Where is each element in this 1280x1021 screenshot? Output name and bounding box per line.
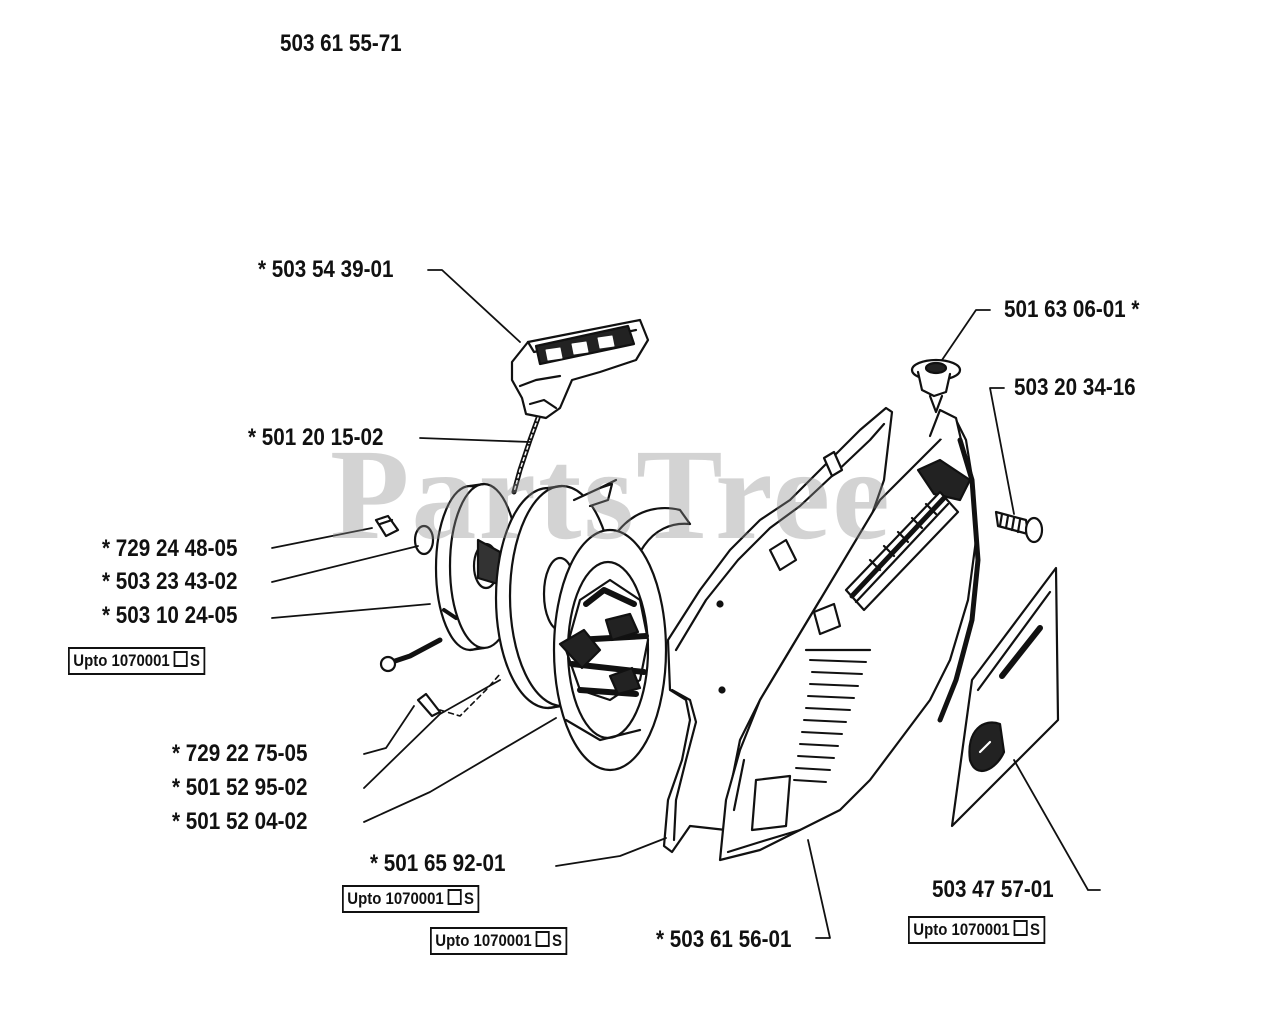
part-number-label[interactable]: * 729 22 75-05 — [172, 740, 308, 767]
housing-screw-part — [994, 510, 1044, 544]
serial-note-text: Upto 1070001 — [913, 920, 1010, 939]
part-number-label[interactable]: * 501 52 04-02 — [172, 808, 308, 835]
part-number-label[interactable]: * 729 24 48-05 — [102, 535, 238, 562]
part-number-label[interactable]: * 501 65 92-01 — [370, 850, 506, 877]
square-icon — [447, 889, 462, 905]
watermark-text: PartsTree — [330, 423, 892, 567]
square-icon — [173, 651, 188, 667]
serial-note-text: Upto 1070001 — [73, 651, 170, 670]
screw-2-part — [416, 673, 501, 718]
serial-note: Upto 1070001 S — [430, 927, 568, 955]
starter-handle-part — [510, 318, 650, 420]
leader-lines — [271, 269, 1101, 939]
starter-rope-part — [379, 415, 541, 673]
serial-note: Upto 1070001 S — [908, 916, 1046, 944]
serial-note-suffix: S — [189, 651, 200, 670]
serial-note-suffix: S — [463, 889, 474, 908]
part-number-label[interactable]: * 503 10 24-05 — [102, 602, 238, 629]
serial-note-suffix: S — [551, 931, 562, 950]
grommet-part — [910, 358, 962, 414]
serial-note-text: Upto 1070001 — [435, 931, 532, 950]
decal-part — [950, 566, 1060, 828]
screw-1-part — [374, 514, 400, 538]
rope-pulley-part — [434, 482, 520, 652]
part-number-label[interactable]: * 503 23 43-02 — [102, 568, 238, 595]
part-number-label[interactable]: 503 20 34-16 — [1014, 374, 1136, 401]
serial-note-text: Upto 1070001 — [347, 889, 444, 908]
part-number-label[interactable]: * 503 54 39-01 — [258, 256, 394, 283]
part-number-label[interactable]: * 501 52 95-02 — [172, 774, 308, 801]
washer-part — [413, 524, 435, 556]
part-number-label[interactable]: * 501 20 15-02 — [248, 424, 384, 451]
serial-note: Upto 1070001 S — [68, 647, 206, 675]
part-number-label[interactable]: 501 63 06-01 * — [1004, 296, 1140, 323]
serial-note-suffix: S — [1029, 920, 1040, 939]
starter-housing-part — [552, 507, 692, 772]
part-number-label[interactable]: * 503 61 56-01 — [656, 926, 792, 953]
fan-housing-part — [718, 408, 981, 862]
part-number-label[interactable]: 503 47 57-01 — [932, 876, 1054, 903]
assembly-number: 503 61 55-71 — [280, 30, 402, 57]
square-icon — [535, 931, 550, 947]
square-icon — [1013, 920, 1028, 936]
serial-note: Upto 1070001 S — [342, 885, 480, 913]
